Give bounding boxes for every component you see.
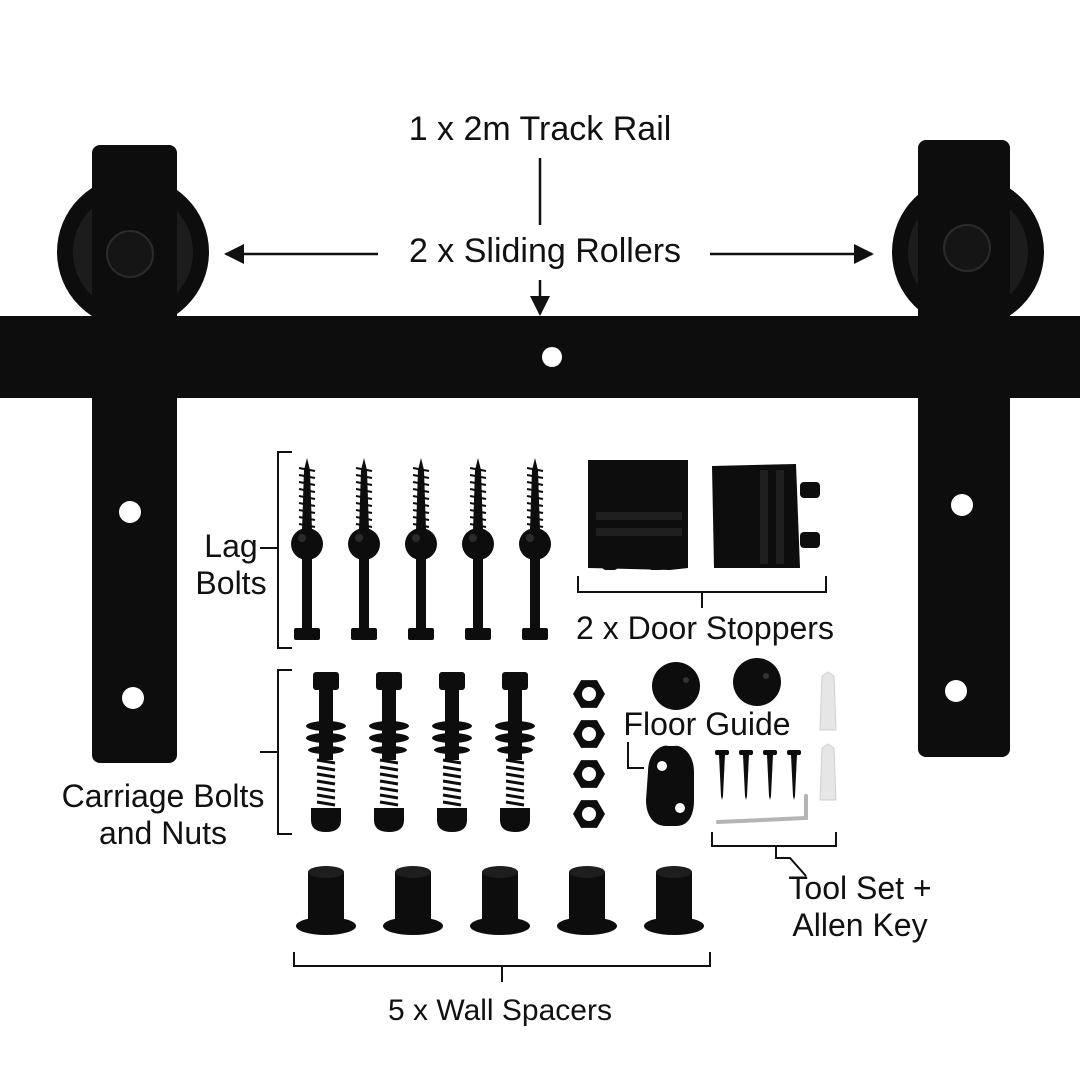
door-stopper xyxy=(712,464,820,568)
hex-nut xyxy=(573,720,605,748)
floor-guide xyxy=(646,745,694,826)
wood-screw xyxy=(763,750,777,800)
door-stoppers-label: 2 x Door Stoppers xyxy=(576,610,834,646)
lag-bolt xyxy=(462,458,494,640)
wood-screw xyxy=(739,750,753,800)
door-stoppers-bracket xyxy=(577,576,827,593)
carriage-bolts-label: Carriage Bolts and Nuts xyxy=(48,778,278,852)
wall-spacer xyxy=(557,866,617,935)
tool-set-label-line: Allen Key xyxy=(792,906,928,943)
wall-plug xyxy=(819,671,837,731)
lag-bolts-bracket xyxy=(277,451,292,649)
hex-nut xyxy=(573,680,605,708)
carriage-bolt xyxy=(306,672,346,832)
nuts-group xyxy=(573,680,605,828)
lag-bolts-label-line: Bolts xyxy=(195,564,267,601)
lag-bolts-label-line: Lag xyxy=(204,528,258,564)
hex-nut xyxy=(573,800,605,828)
tool-screws-group xyxy=(715,750,801,800)
carriage-bolts-label-line: and Nuts xyxy=(98,814,228,851)
sliding-rollers-label: 2 x Sliding Rollers xyxy=(408,232,682,270)
wall-spacers-group xyxy=(296,866,704,935)
tool-set-label: Tool Set + Allen Key xyxy=(770,870,950,944)
tool-set-label-line: Tool Set + xyxy=(788,870,932,906)
wall-spacers-label: 5 x Wall Spacers xyxy=(388,994,612,1027)
lag-bolt xyxy=(405,458,437,640)
door-stopper xyxy=(588,460,688,570)
allen-key xyxy=(716,794,808,824)
tool-set-leader xyxy=(775,846,807,877)
callout-arrows xyxy=(224,158,874,316)
floor-guide-label: Floor Guide xyxy=(623,706,791,742)
carriage-bolt xyxy=(495,672,535,832)
wood-screw xyxy=(787,750,801,800)
tool-set-bracket xyxy=(711,832,837,847)
track-rail-label: 1 x 2m Track Rail xyxy=(408,110,672,148)
carriage-bolt xyxy=(432,672,472,832)
lag-bolts-label: Lag Bolts xyxy=(176,528,286,602)
floor-guide-disc xyxy=(652,662,700,710)
sliding-roller-left xyxy=(57,145,209,763)
sliding-roller-right xyxy=(892,140,1044,757)
wall-spacer xyxy=(644,866,704,935)
lag-bolt xyxy=(519,458,551,640)
wall-spacer xyxy=(296,866,356,935)
hex-nut xyxy=(573,760,605,788)
lag-bolt xyxy=(348,458,380,640)
wall-spacer xyxy=(470,866,530,935)
carriage-bolts-label-line: Carriage Bolts xyxy=(61,778,265,814)
track-rail xyxy=(0,316,1080,398)
floor-guide-leader xyxy=(627,742,644,769)
carriage-bolts-bracket xyxy=(277,669,292,835)
wood-screw xyxy=(715,750,729,800)
wall-plug xyxy=(819,743,837,801)
wall-spacers-bracket xyxy=(293,952,711,967)
carriage-bolt xyxy=(369,672,409,832)
wall-spacer xyxy=(383,866,443,935)
floor-guide-disc xyxy=(733,658,781,706)
carriage-bolts-group xyxy=(306,672,535,832)
lag-bolt xyxy=(291,458,323,640)
lag-bolts-group xyxy=(291,458,551,640)
